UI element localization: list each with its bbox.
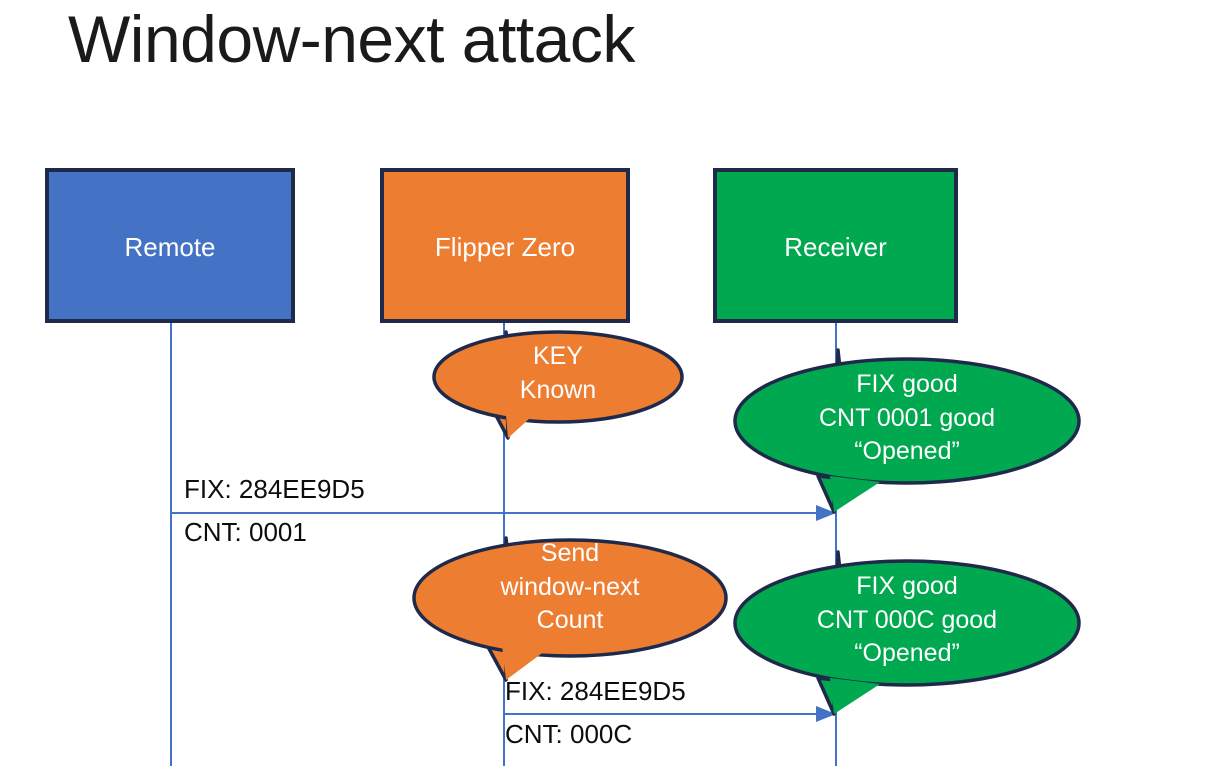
- callout-line: “Opened”: [854, 639, 960, 667]
- callout-line: Known: [519, 375, 597, 404]
- callout-line: “Opened”: [854, 437, 960, 465]
- actor-label-receiver: Receiver: [784, 232, 887, 262]
- callout-key-known[interactable]: [432, 330, 684, 440]
- actor-label-flipper: Flipper Zero: [434, 232, 576, 262]
- callout-line: CNT 000C good: [816, 605, 998, 634]
- actor-box-flipper[interactable]: [380, 168, 630, 323]
- arrowhead-remote-to-receiver: [816, 505, 836, 521]
- actor-box-receiver[interactable]: [713, 168, 958, 323]
- callout-text-fix-good-000c: FIX good CNT 000C good “Opened”: [735, 570, 1079, 671]
- callout-fix-good-000c[interactable]: [733, 550, 1081, 716]
- callout-text-fix-good-0001: FIX good CNT 0001 good “Opened”: [735, 368, 1079, 469]
- callout-line: Count: [536, 606, 604, 634]
- callout-line: FIX good: [856, 370, 958, 398]
- callout-line: Send: [540, 539, 600, 567]
- actor-box-remote[interactable]: [45, 168, 295, 323]
- message-label-flipper-to-receiver-cnt: CNT: 000C: [505, 719, 633, 749]
- page-title: Window-next attack: [68, 2, 635, 76]
- callout-text-key-known: KEY Known: [434, 340, 682, 407]
- callout-line: KEY: [532, 342, 584, 370]
- arrowhead-flipper-to-receiver: [816, 706, 836, 722]
- callout-text-send-window-next: Send window-next Count: [414, 537, 726, 638]
- message-label-remote-to-receiver-fix: FIX: 284EE9D5: [184, 474, 365, 504]
- message-label-flipper-to-receiver-fix: FIX: 284EE9D5: [505, 676, 686, 706]
- callout-line: FIX good: [856, 572, 958, 600]
- callout-line: CNT 0001 good: [818, 403, 996, 432]
- callout-fix-good-0001[interactable]: [733, 348, 1081, 514]
- callout-send-window-next[interactable]: [412, 536, 728, 682]
- message-label-remote-to-receiver-cnt: CNT: 0001: [184, 517, 307, 547]
- callout-line: window-next: [500, 572, 640, 601]
- actor-label-remote: Remote: [124, 232, 216, 262]
